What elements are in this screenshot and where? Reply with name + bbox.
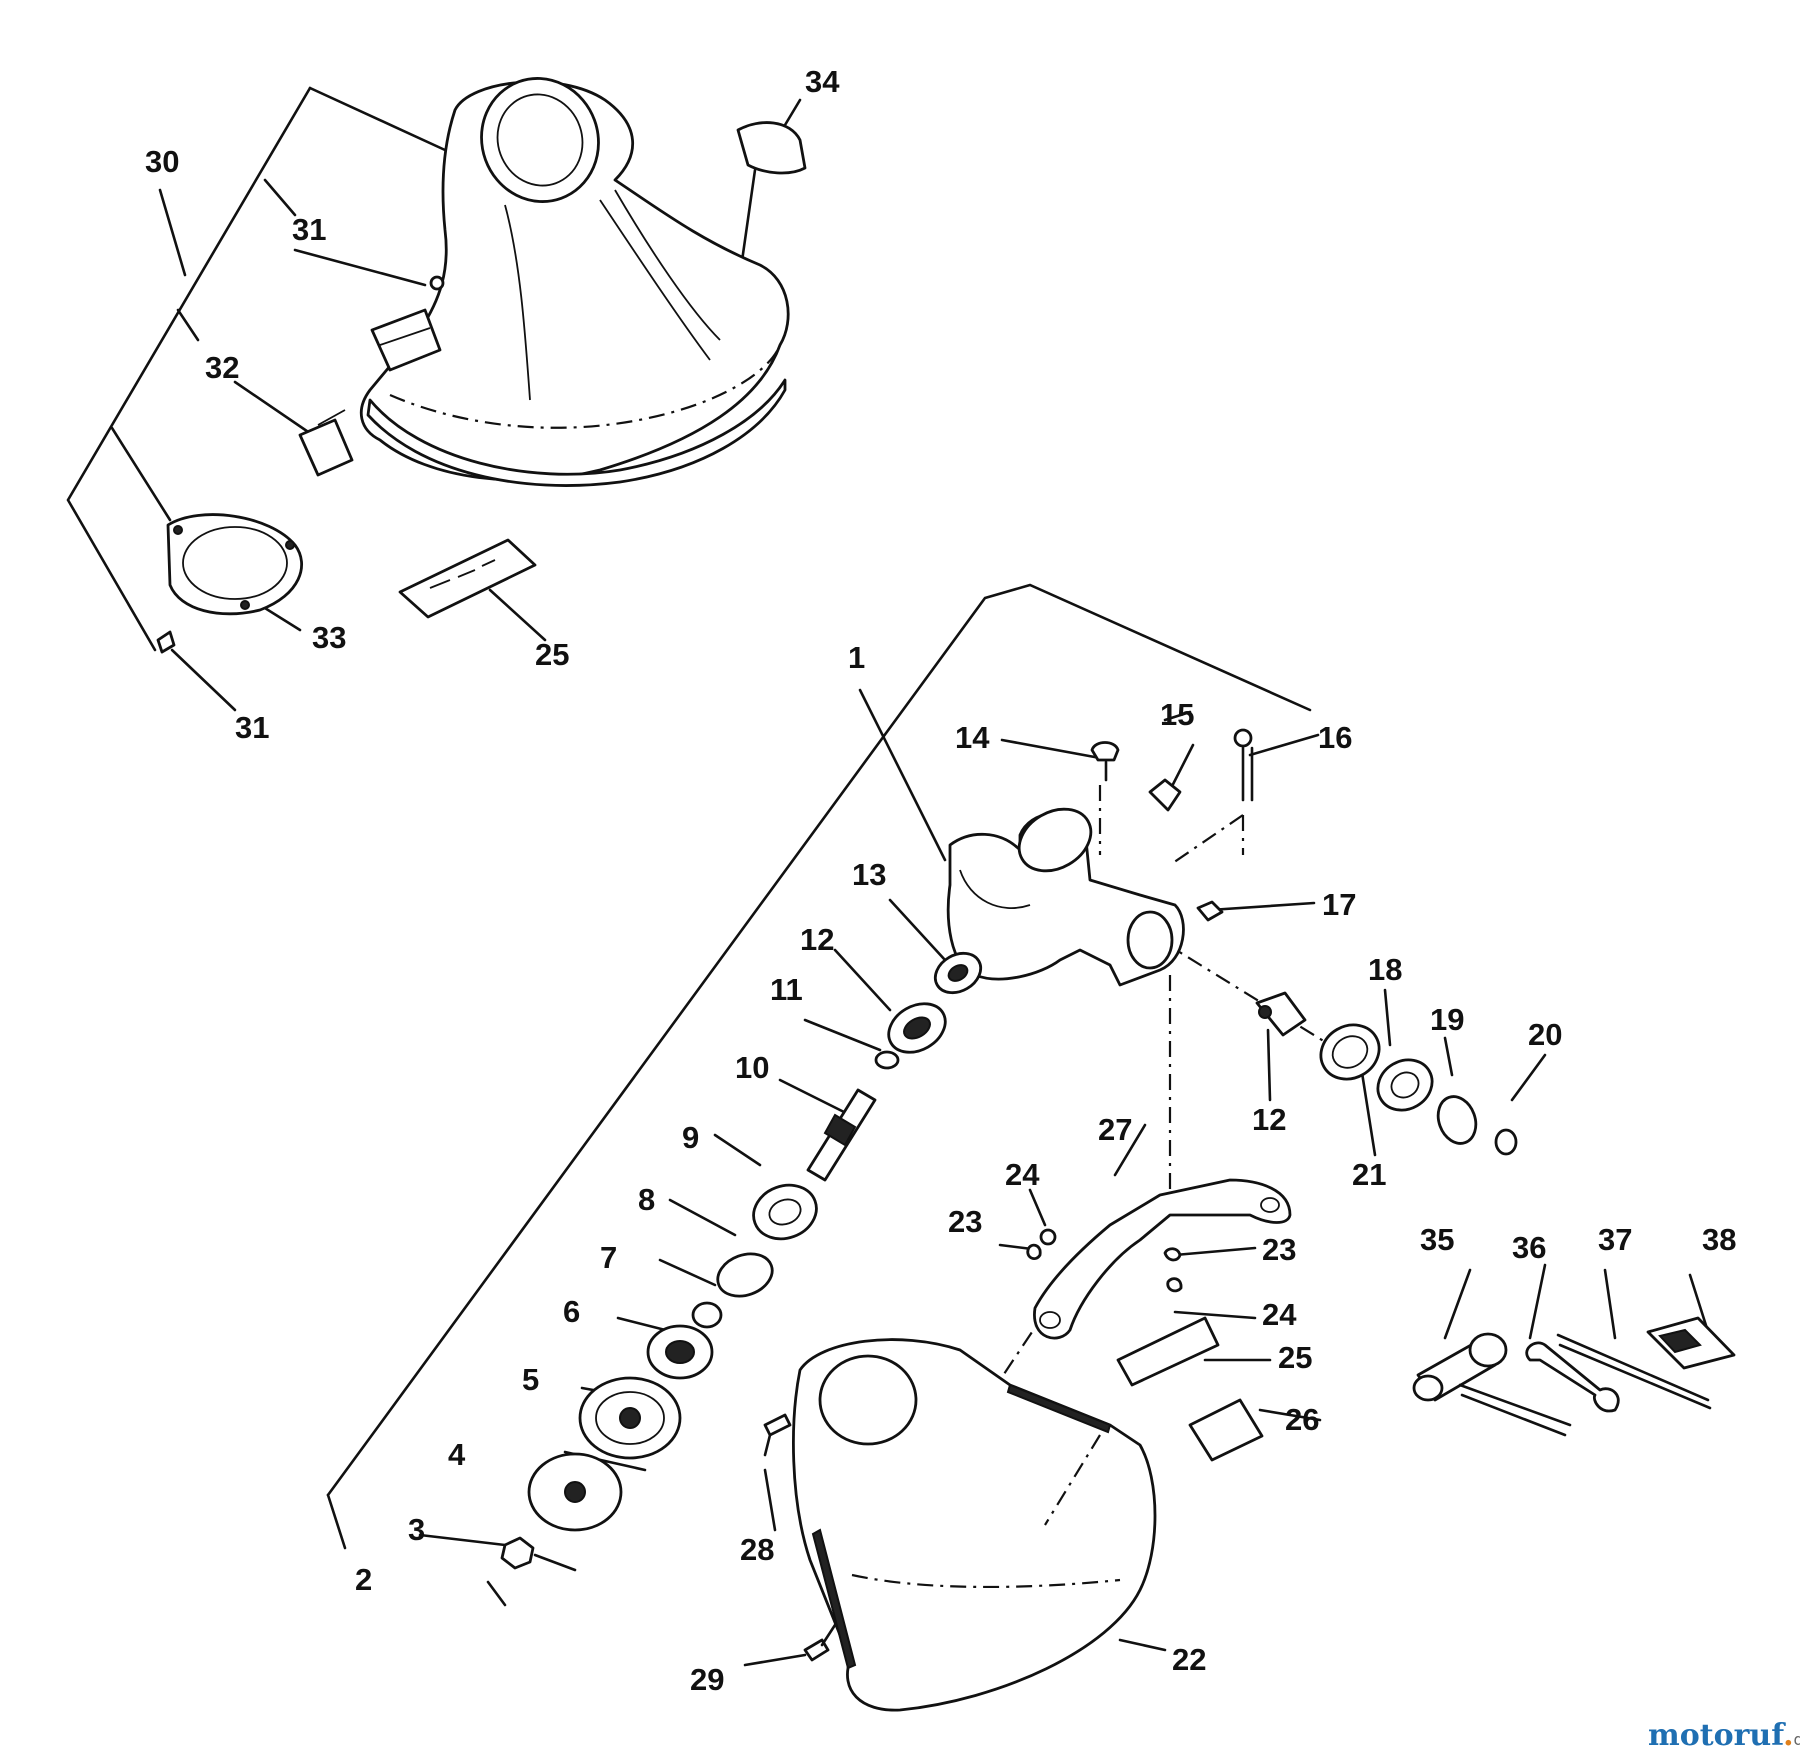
watermark-part1: motoruf <box>1648 1718 1786 1753</box>
callout-36: 36 <box>1512 1230 1546 1265</box>
upper-shield <box>360 80 790 482</box>
part-34-cover <box>736 121 807 175</box>
part-25-label-lower <box>1116 1316 1220 1387</box>
callout-10: 10 <box>735 1050 769 1085</box>
callout-12-upper: 12 <box>800 922 834 957</box>
callout-27: 27 <box>1098 1112 1132 1147</box>
part-27-bracket <box>1033 1178 1292 1340</box>
watermark-part3: de <box>1794 1730 1800 1749</box>
part-3-nut <box>500 1536 535 1570</box>
callout-21: 21 <box>1352 1157 1386 1192</box>
watermark-part2: . <box>1783 1718 1793 1753</box>
callout-labels: 1 2 3 4 5 6 7 8 9 10 11 12 12 13 14 15 1… <box>145 64 1736 1697</box>
part-37-rod <box>1556 1333 1710 1402</box>
callout-5: 5 <box>522 1362 539 1397</box>
part-9-bearing <box>752 1183 818 1241</box>
callout-35: 35 <box>1420 1222 1454 1257</box>
callout-12-lower: 12 <box>1252 1102 1286 1137</box>
callout-34: 34 <box>805 64 840 99</box>
callout-16: 16 <box>1318 720 1352 755</box>
callout-20: 20 <box>1528 1017 1562 1052</box>
part-17-nut <box>1196 900 1224 922</box>
callout-6: 6 <box>563 1294 580 1329</box>
part-8-ring <box>716 1252 774 1298</box>
callout-1: 1 <box>848 640 865 675</box>
part-33-gasket <box>166 513 304 616</box>
part-18-bearing <box>1376 1058 1434 1112</box>
part-7-washer <box>691 1301 723 1329</box>
callout-19: 19 <box>1430 1002 1464 1037</box>
callout-23-right: 23 <box>1262 1232 1296 1267</box>
callout-13: 13 <box>852 857 886 892</box>
svg-text:motoruf.de: motoruf.de <box>1648 1718 1800 1753</box>
callout-9: 9 <box>682 1120 699 1155</box>
part-14-plug <box>1090 741 1120 762</box>
part-21-bearing <box>1319 1023 1381 1081</box>
callout-18: 18 <box>1368 952 1402 987</box>
callout-28: 28 <box>740 1532 774 1567</box>
part-20-ring <box>1494 1128 1518 1156</box>
callout-11: 11 <box>770 972 803 1007</box>
callout-14: 14 <box>955 720 990 755</box>
callout-24-left: 24 <box>1005 1157 1040 1192</box>
part-12-pinion <box>1255 991 1307 1037</box>
callout-3: 3 <box>408 1512 425 1547</box>
gearhead-assembly <box>326 583 1736 1712</box>
part-15-plug <box>1148 778 1182 812</box>
callout-38: 38 <box>1702 1222 1736 1257</box>
callout-32: 32 <box>205 350 239 385</box>
watermark-logo: motoruf.de <box>1648 1718 1800 1753</box>
part-19-ring <box>1436 1095 1478 1145</box>
callout-22: 22 <box>1172 1642 1206 1677</box>
part-32-clamp <box>298 418 354 477</box>
callout-7: 7 <box>600 1240 617 1275</box>
callout-2: 2 <box>355 1562 372 1597</box>
callout-17: 17 <box>1322 887 1356 922</box>
callout-15: 15 <box>1160 697 1194 732</box>
callout-31-upper: 31 <box>292 212 326 247</box>
part-36-wrench <box>1525 1341 1620 1413</box>
part-25-label-upper <box>398 538 537 619</box>
callout-25-upper: 25 <box>535 637 569 672</box>
callout-4: 4 <box>448 1437 466 1472</box>
part-26-label <box>1188 1398 1264 1462</box>
callout-29: 29 <box>690 1662 724 1697</box>
callout-8: 8 <box>638 1182 655 1217</box>
callout-26: 26 <box>1285 1402 1319 1437</box>
callout-31-lower: 31 <box>235 710 269 745</box>
upper-shield-assembly <box>66 77 807 712</box>
callout-37: 37 <box>1598 1222 1632 1257</box>
callout-23-left: 23 <box>948 1204 982 1239</box>
callout-33: 33 <box>312 620 346 655</box>
callout-25-lower: 25 <box>1278 1340 1312 1375</box>
callout-24-right: 24 <box>1262 1297 1297 1332</box>
callout-30: 30 <box>145 144 179 179</box>
